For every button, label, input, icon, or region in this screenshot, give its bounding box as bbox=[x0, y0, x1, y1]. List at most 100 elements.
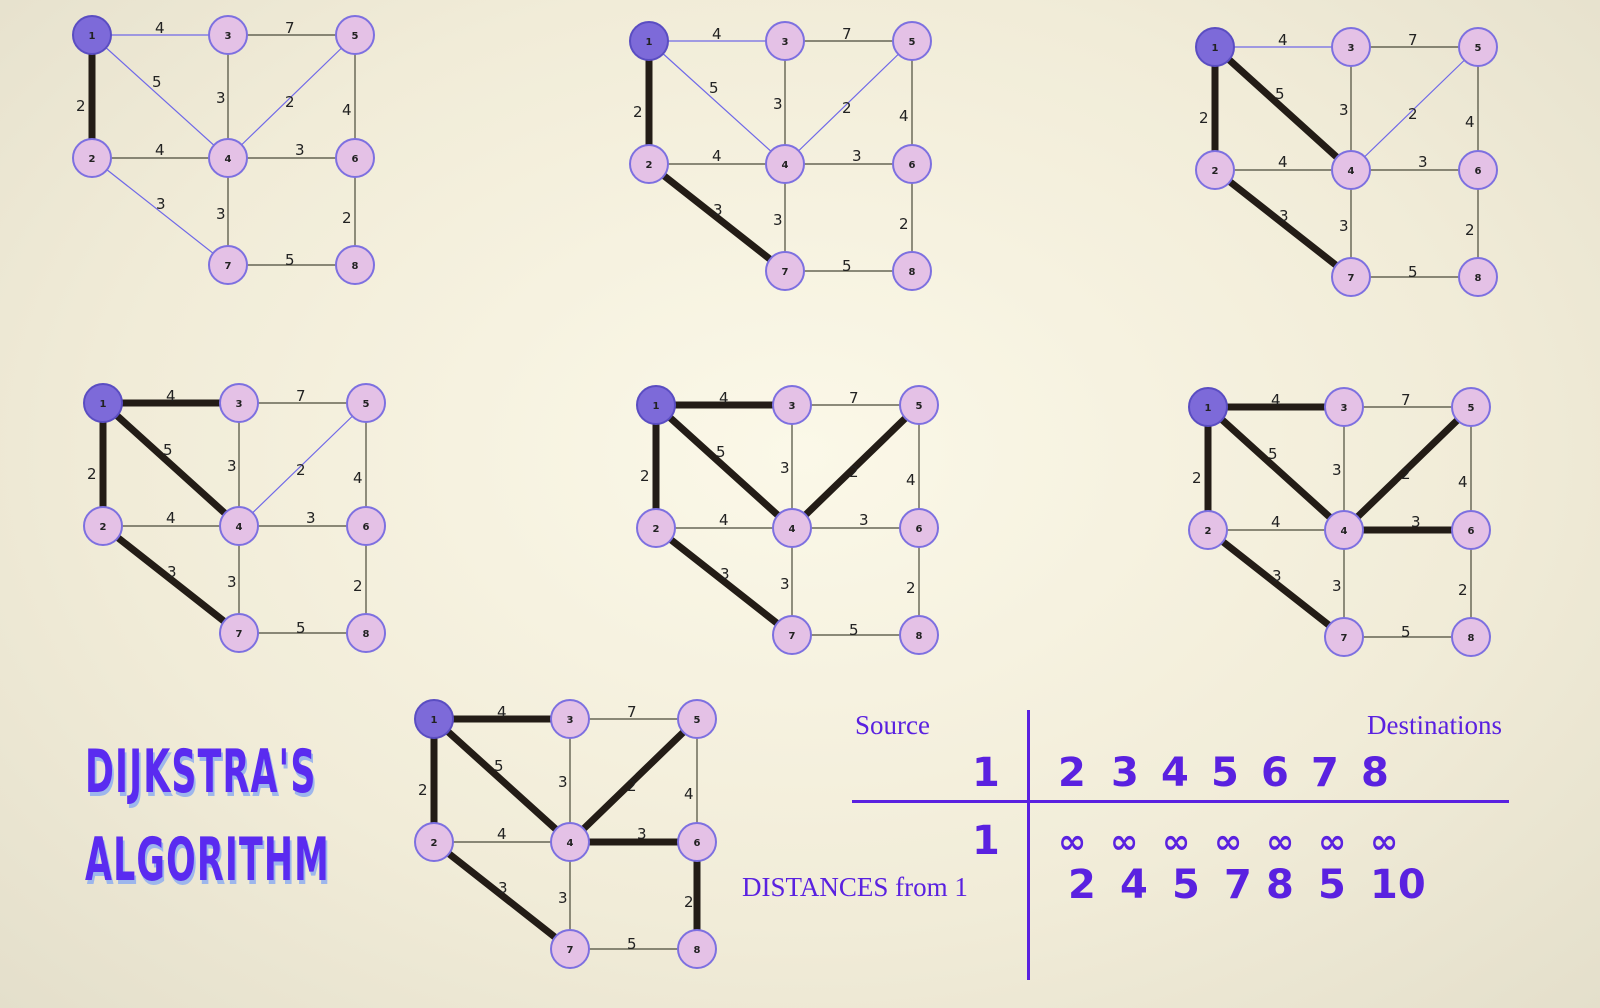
source-node-circle bbox=[1188, 387, 1228, 427]
edge-weight-5-6: 4 bbox=[1465, 113, 1475, 131]
distance-cell: 4 bbox=[1120, 862, 1148, 908]
node-label-3: 3 bbox=[236, 399, 243, 410]
edge-weight-1-4: 5 bbox=[494, 757, 504, 775]
node-circle-3 bbox=[1324, 387, 1364, 427]
edge-weight-2-7: 3 bbox=[713, 201, 723, 219]
edge-weight-1-4: 5 bbox=[716, 443, 726, 461]
node-label-2: 2 bbox=[653, 524, 660, 535]
node-label-2: 2 bbox=[1212, 166, 1219, 177]
node-circle-6 bbox=[335, 138, 375, 178]
distance-cell: 7 bbox=[1224, 862, 1252, 908]
node-label-8: 8 bbox=[352, 261, 359, 272]
destination-cell: 3 bbox=[1111, 750, 1139, 796]
node-label-5: 5 bbox=[1468, 403, 1475, 414]
node-circle-8 bbox=[346, 613, 386, 653]
edge-selected-2-7 bbox=[1204, 526, 1348, 641]
edge-weight-1-2: 2 bbox=[418, 781, 428, 799]
node-label-6: 6 bbox=[916, 524, 923, 535]
edge-weight-5-6: 4 bbox=[684, 785, 694, 803]
node-label-5: 5 bbox=[694, 715, 701, 726]
edge-weight-6-8: 2 bbox=[342, 209, 352, 227]
edge-weight-4-6: 3 bbox=[306, 509, 316, 527]
source-node-circle bbox=[83, 383, 123, 423]
node-circle-3 bbox=[765, 21, 805, 61]
source-header: Source bbox=[855, 710, 930, 740]
node-circle-6 bbox=[892, 144, 932, 184]
edge-weight-1-3: 4 bbox=[712, 25, 722, 43]
edge-selected-2-7 bbox=[430, 838, 574, 953]
edge-weight-3-5: 7 bbox=[842, 25, 852, 43]
node-label-2: 2 bbox=[1205, 526, 1212, 537]
destination-cell: 4 bbox=[1161, 750, 1189, 796]
edge-weight-2-7: 3 bbox=[498, 879, 508, 897]
node-label-7: 7 bbox=[225, 261, 232, 272]
edge-weight-1-2: 2 bbox=[87, 465, 97, 483]
node-label-7: 7 bbox=[567, 945, 574, 956]
edge-weight-4-5: 2 bbox=[627, 777, 637, 795]
edge-weight-3-4: 3 bbox=[227, 457, 237, 475]
node-circle-4 bbox=[208, 138, 248, 178]
edge-weight-4-7: 3 bbox=[558, 889, 568, 907]
source-node-circle bbox=[72, 15, 112, 55]
node-circle-8 bbox=[899, 615, 939, 655]
title-line-2: ALGORITHM bbox=[85, 825, 330, 895]
edge-selected-1-4 bbox=[652, 401, 796, 532]
edge-weight-3-4: 3 bbox=[1339, 101, 1349, 119]
node-circle-7 bbox=[219, 613, 259, 653]
edge-weight-1-2: 2 bbox=[1192, 469, 1202, 487]
node-label-7: 7 bbox=[1341, 633, 1348, 644]
destinations-header: Destinations bbox=[1367, 710, 1502, 740]
edge-weight-6-8: 2 bbox=[1458, 581, 1468, 599]
edge-weight-7-8: 5 bbox=[627, 935, 637, 953]
edge-weight-2-4: 4 bbox=[166, 509, 176, 527]
node-circle-5 bbox=[892, 21, 932, 61]
edge-selected-4-5 bbox=[1340, 403, 1475, 534]
edge-selected-1-4 bbox=[1211, 43, 1355, 174]
node-circle-7 bbox=[1324, 617, 1364, 657]
edge-weight-2-7: 3 bbox=[156, 195, 166, 213]
node-label-3: 3 bbox=[789, 401, 796, 412]
node-label-2: 2 bbox=[431, 838, 438, 849]
edge-weight-5-6: 4 bbox=[899, 107, 909, 125]
edge-weight-3-4: 3 bbox=[773, 95, 783, 113]
node-label-7: 7 bbox=[789, 631, 796, 642]
edge-weight-1-2: 2 bbox=[633, 103, 643, 121]
node-label-6: 6 bbox=[1475, 166, 1482, 177]
node-label-1: 1 bbox=[653, 401, 660, 412]
edge-weight-2-4: 4 bbox=[712, 147, 722, 165]
edge-weight-3-5: 7 bbox=[627, 703, 637, 721]
edge-weight-1-3: 4 bbox=[166, 387, 176, 405]
node-label-8: 8 bbox=[916, 631, 923, 642]
edge-weight-3-5: 7 bbox=[285, 19, 295, 37]
distance-cell: 8 bbox=[1266, 862, 1294, 908]
edge-weight-1-4: 5 bbox=[163, 441, 173, 459]
node-label-8: 8 bbox=[363, 629, 370, 640]
edge-weight-3-5: 7 bbox=[296, 387, 306, 405]
node-label-7: 7 bbox=[236, 629, 243, 640]
edge-weight-7-8: 5 bbox=[285, 251, 295, 269]
edge-weight-4-5: 2 bbox=[849, 463, 859, 481]
node-label-8: 8 bbox=[1468, 633, 1475, 644]
node-circle-5 bbox=[1451, 387, 1491, 427]
edge-weight-1-4: 5 bbox=[152, 73, 162, 91]
source-node-circle bbox=[629, 21, 669, 61]
edge-weight-1-2: 2 bbox=[1199, 109, 1209, 127]
source-node-circle bbox=[414, 699, 454, 739]
distance-cell: 2 bbox=[1068, 862, 1096, 908]
node-label-8: 8 bbox=[1475, 273, 1482, 284]
destination-cell: 6 bbox=[1261, 750, 1289, 796]
node-label-5: 5 bbox=[352, 31, 359, 42]
distance-cell: 10 bbox=[1370, 862, 1426, 908]
edge-weight-4-5: 2 bbox=[285, 93, 295, 111]
node-circle-7 bbox=[772, 615, 812, 655]
node-label-1: 1 bbox=[89, 31, 96, 42]
edge-weight-6-8: 2 bbox=[899, 215, 909, 233]
node-circle-4 bbox=[765, 144, 805, 184]
edge-weight-7-8: 5 bbox=[1401, 623, 1411, 641]
edge-weight-4-6: 3 bbox=[852, 147, 862, 165]
edge-weight-4-6: 3 bbox=[637, 825, 647, 843]
node-label-3: 3 bbox=[1348, 43, 1355, 54]
